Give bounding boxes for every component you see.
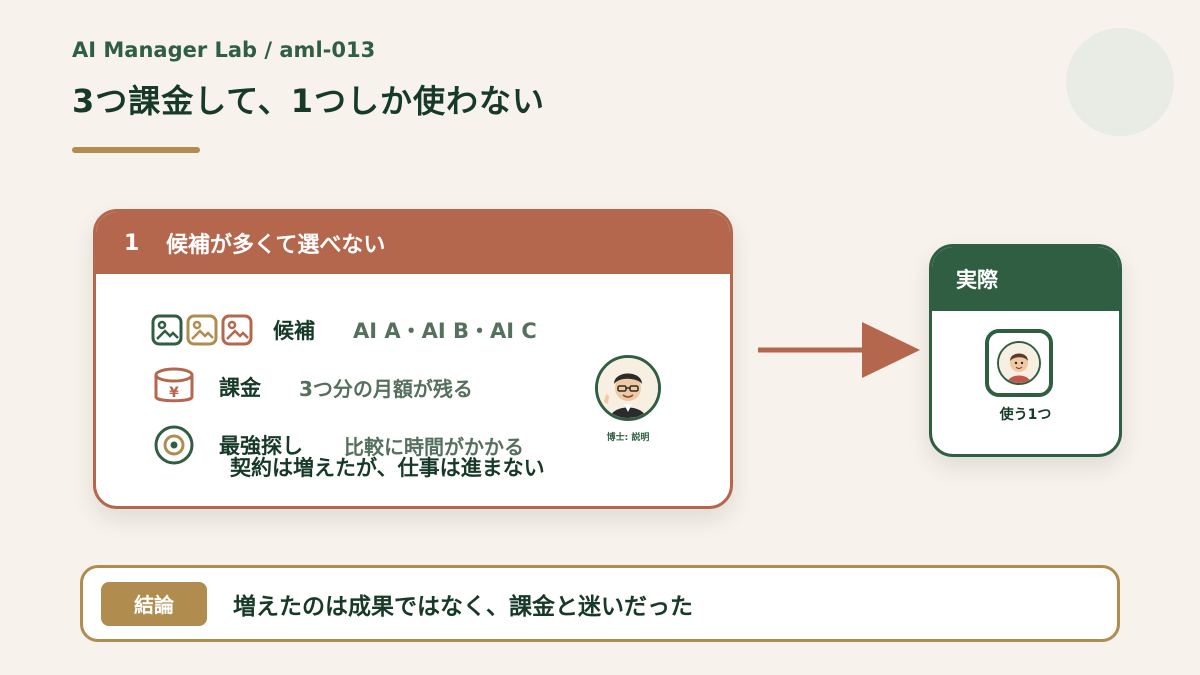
billing-row: ¥ 課金 3つ分の月額が残る — [153, 367, 473, 407]
avatar-caption: 博士: 説明 — [606, 433, 650, 443]
svg-text:¥: ¥ — [169, 385, 179, 401]
doctor-face-icon — [598, 358, 658, 418]
candidates-label: 候補 — [273, 319, 315, 343]
chosen-ai-frame — [985, 329, 1053, 397]
summary-text: 契約は増えたが、仕事は進まない — [230, 456, 545, 480]
decorative-circle — [1066, 28, 1174, 136]
yen-cylinder-icon: ¥ — [153, 367, 219, 407]
reality-card-header: 実際 — [932, 247, 1119, 311]
problem-heading: 候補が多くて選べない — [166, 233, 386, 258]
image-icon-group — [151, 314, 255, 346]
billing-value: 3つ分の月額が残る — [299, 376, 473, 401]
problem-card-header: 1 候補が多くて選べない — [96, 212, 730, 274]
reality-card: 実際 使う1つ — [929, 244, 1122, 457]
best-search-value: 比較に時間がかかる — [344, 434, 524, 459]
best-search-row: 最強探し 比較に時間がかかる — [153, 424, 524, 466]
billing-label: 課金 — [219, 376, 261, 400]
problem-card: 1 候補が多くて選べない 候補 AI A・AI B・AI C — [93, 209, 733, 509]
doctor-avatar — [595, 355, 661, 421]
candidates-row: 候補 AI A・AI B・AI C — [151, 314, 537, 346]
target-icon — [153, 424, 219, 466]
right-arrow-icon — [758, 322, 920, 378]
series-label: AI Manager Lab / aml-013 — [72, 38, 376, 62]
candidates-value: AI A・AI B・AI C — [353, 319, 537, 343]
conclusion-badge: 結論 — [101, 581, 207, 626]
image-icon — [151, 314, 253, 346]
conclusion-text: 増えたのは成果ではなく、課金と迷いだった — [233, 593, 693, 620]
title-underline — [72, 147, 200, 153]
user-avatar — [997, 341, 1041, 385]
user-face-icon — [999, 343, 1039, 383]
best-search-label: 最強探し — [219, 434, 303, 458]
page-title: 3つ課金して、1つしか使わない — [72, 82, 545, 120]
problem-number: 1 — [124, 230, 140, 256]
use-one-caption: 使う1つ — [999, 407, 1052, 423]
conclusion-bar: 結論 増えたのは成果ではなく、課金と迷いだった — [80, 565, 1120, 642]
